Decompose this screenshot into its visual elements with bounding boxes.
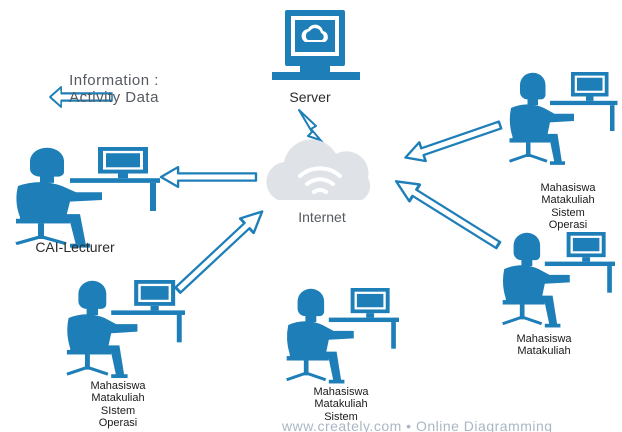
info-line2: Activity Data — [69, 88, 159, 106]
lecturer-person-icon — [14, 145, 162, 250]
student-bottom-left-label: Mahasiswa Matakuliah SIstem Operasi — [70, 380, 166, 429]
student-line: Mahasiswa — [540, 182, 596, 194]
watermark-text: www.creately.com • Online Diagramming — [282, 418, 553, 432]
student-bottom-middle-label: Mahasiswa Matakuliah Sistem — [293, 386, 389, 423]
server-computer-icon — [272, 10, 360, 80]
student-line: Matakuliah — [517, 345, 571, 358]
internet-label: Internet — [298, 209, 346, 225]
student-top-right-label: Mahasiswa Matakuliah Sistem Operasi — [520, 182, 616, 231]
student-line: Matakuliah — [91, 392, 145, 405]
lecturer-label: CAI-Lecturer — [35, 239, 115, 255]
arrow-bottomleft-to-internet — [169, 203, 271, 299]
info-label: Information : Activity Data — [30, 72, 198, 107]
student-line: Matakuliah — [314, 398, 368, 411]
student-bottom-left-icon — [65, 278, 187, 380]
arrow-right-to-internet — [389, 171, 505, 255]
student-right-icon — [501, 230, 617, 330]
student-line: Mahasiswa — [516, 333, 572, 345]
student-line: SIstem — [100, 404, 136, 417]
info-line1: Information : — [69, 72, 159, 89]
arrow-internet-to-lecturer — [159, 165, 258, 189]
student-line: Sistem — [551, 206, 585, 219]
student-line: Mahasiswa — [313, 386, 369, 398]
student-line: Operasi — [98, 416, 138, 429]
student-bottom-middle-icon — [285, 286, 401, 386]
arrow-topright-to-internet — [400, 114, 505, 169]
student-top-right-icon — [508, 70, 619, 167]
student-line: Sistem — [324, 410, 358, 423]
student-line: Mahasiswa — [90, 380, 146, 392]
server-label: Server — [289, 89, 331, 105]
student-line: Matakuliah — [541, 194, 595, 207]
student-right-label: Mahasiswa Matakuliah — [496, 333, 592, 358]
student-line: Operasi — [548, 218, 588, 231]
cloud-wifi-icon — [266, 139, 371, 200]
